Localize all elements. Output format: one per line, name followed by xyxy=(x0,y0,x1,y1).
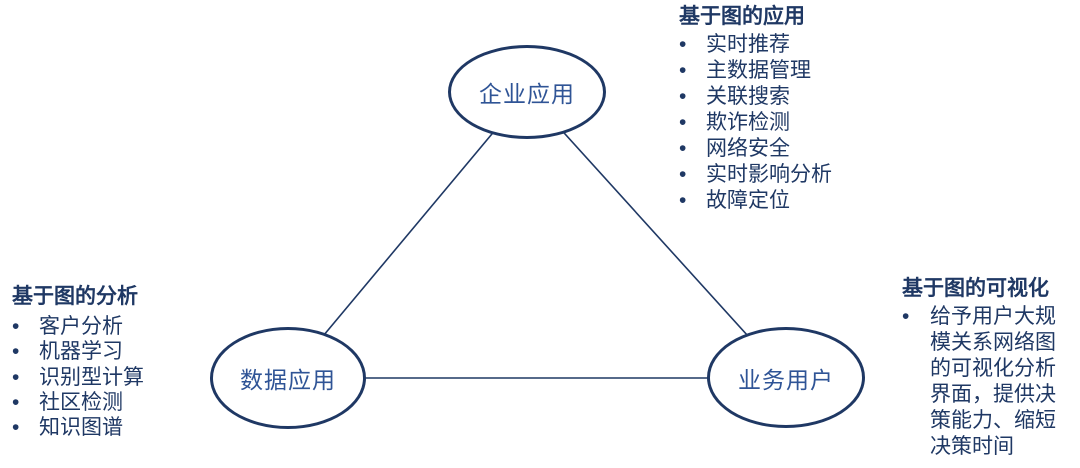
list-item: 欺诈检测 xyxy=(679,110,879,136)
panel-graph-visualization-list: 给予用户大规模关系网络图的可视化分析界面，提供决策能力、缩短决策时间 xyxy=(902,304,1080,460)
list-item: 故障定位 xyxy=(679,188,879,214)
list-item: 实时推荐 xyxy=(679,32,879,58)
panel-graph-visualization-title: 基于图的可视化 xyxy=(902,277,1049,300)
list-item: 社区检测 xyxy=(12,390,222,416)
connector-enterprise-to-business-line xyxy=(526,91,787,379)
list-item: 关联搜索 xyxy=(679,84,879,110)
node-enterprise-app: 企业应用 xyxy=(448,45,606,139)
node-business-user: 业务用户 xyxy=(707,327,865,428)
panel-graph-applications: 基于图的应用 实时推荐 主数据管理 关联搜索 欺诈检测 网络安全 实时影响分析 … xyxy=(679,4,879,214)
list-item: 知识图谱 xyxy=(12,415,222,441)
list-item: 网络安全 xyxy=(679,136,879,162)
panel-graph-analysis: 基于图的分析 客户分析 机器学习 识别型计算 社区检测 知识图谱 xyxy=(12,284,222,441)
connector-enterprise-to-data-line xyxy=(287,91,528,379)
list-item: 实时影响分析 xyxy=(679,162,879,188)
list-item: 识别型计算 xyxy=(12,365,222,391)
panel-graph-applications-title: 基于图的应用 xyxy=(679,5,805,28)
panel-graph-visualization: 基于图的可视化 给予用户大规模关系网络图的可视化分析界面，提供决策能力、缩短决策… xyxy=(902,276,1080,460)
node-data-app-label: 数据应用 xyxy=(240,367,336,393)
list-item: 主数据管理 xyxy=(679,58,879,84)
list-item: 客户分析 xyxy=(12,314,222,340)
panel-graph-applications-list: 实时推荐 主数据管理 关联搜索 欺诈检测 网络安全 实时影响分析 故障定位 xyxy=(679,32,879,214)
node-business-user-label: 业务用户 xyxy=(738,366,834,393)
node-data-app: 数据应用 xyxy=(210,327,366,429)
node-enterprise-app-label: 企业应用 xyxy=(479,81,575,107)
list-item: 机器学习 xyxy=(12,339,222,365)
panel-graph-analysis-list: 客户分析 机器学习 识别型计算 社区检测 知识图谱 xyxy=(12,314,222,441)
panel-graph-analysis-title: 基于图的分析 xyxy=(12,285,138,308)
list-item: 给予用户大规模关系网络图的可视化分析界面，提供决策能力、缩短决策时间 xyxy=(902,304,1080,460)
